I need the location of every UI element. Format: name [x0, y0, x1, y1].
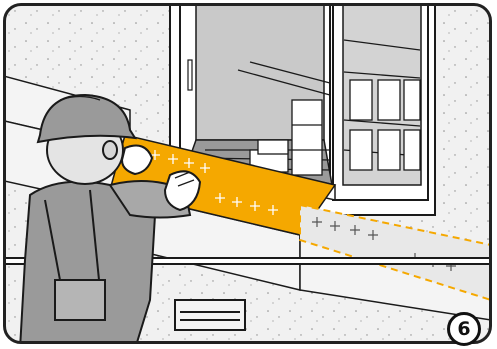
step-number-badge: 6: [447, 312, 481, 346]
step-number: 6: [457, 318, 470, 340]
bottom-marker: [262, 343, 268, 349]
